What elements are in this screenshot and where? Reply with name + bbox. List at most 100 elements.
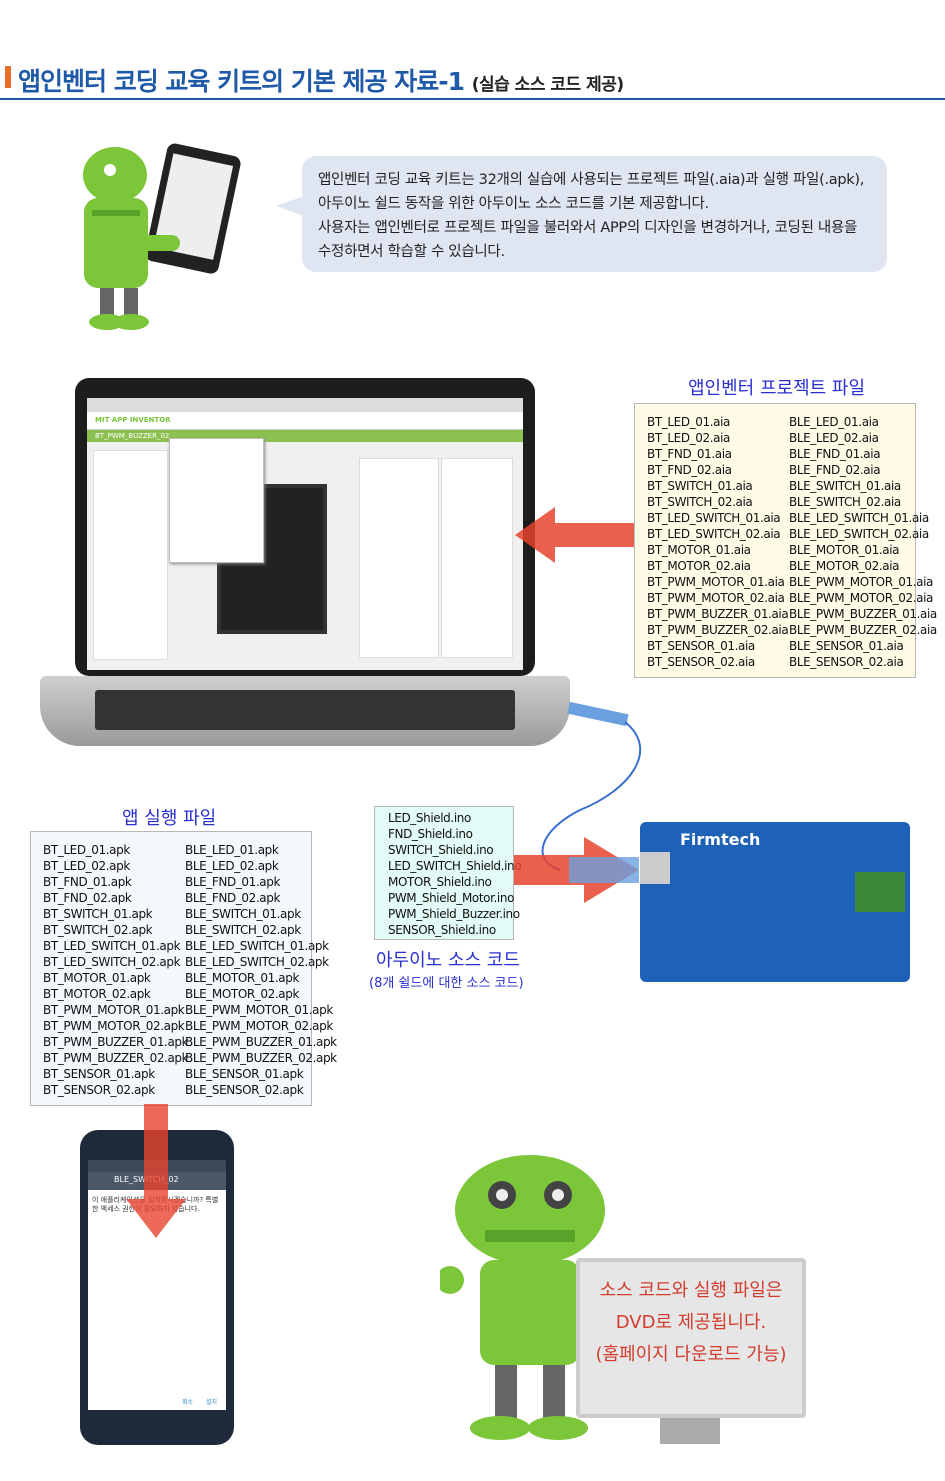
arduino-subtitle: (8개 쉴드에 대한 소스 코드) [369, 976, 524, 991]
file-item: BLE_MOTOR_02.aia [789, 559, 900, 573]
arduino-shield-board: Firmtech [640, 822, 910, 982]
android-robot-illustration [440, 1155, 620, 1440]
file-item: BT_LED_SWITCH_01.aia [647, 511, 781, 525]
file-item: BT_LED_01.aia [647, 415, 730, 429]
intro-line: 수정하면서 학습할 수 있습니다. [318, 244, 505, 260]
file-item: BT_LED_01.apk [43, 843, 130, 857]
file-item: BT_SENSOR_01.apk [43, 1067, 155, 1081]
monitor-line: 소스 코드와 실행 파일은 [599, 1280, 783, 1301]
file-item: BLE_LED_SWITCH_01.apk [185, 939, 329, 953]
file-item: BLE_SENSOR_01.apk [185, 1067, 304, 1081]
app-files-title: 앱 실행 파일 [122, 808, 217, 829]
file-item: BLE_FND_02.aia [789, 463, 881, 477]
title-accent-bar [5, 66, 11, 88]
monitor-line: DVD로 제공됩니다. [615, 1312, 767, 1333]
project-files-title: 앱인벤터 프로젝트 파일 [688, 378, 866, 399]
file-item: BT_SWITCH_02.aia [647, 495, 753, 509]
file-item: BT_MOTOR_02.apk [43, 987, 151, 1001]
file-item: BLE_FND_02.apk [185, 891, 281, 905]
file-item: LED_SWITCH_Shield.ino [388, 859, 522, 873]
file-item: BT_PWM_MOTOR_02.aia [647, 591, 785, 605]
phone-install-button[interactable]: 설치 [206, 1399, 218, 1406]
file-item: BLE_PWM_MOTOR_01.aia [789, 575, 933, 589]
file-item: BLE_PWM_BUZZER_01.apk [185, 1035, 337, 1049]
file-item: MOTOR_Shield.ino [388, 875, 492, 889]
file-item: BT_LED_02.apk [43, 859, 130, 873]
laptop-app-inventor-screen: MIT APP INVENTOR BT_PWM_BUZZER_02 [87, 398, 523, 670]
file-item: PWM_Shield_Motor.ino [388, 891, 515, 905]
monitor-line: (홈페이지 다운로드 가능) [595, 1344, 787, 1365]
file-item: BT_SENSOR_02.apk [43, 1083, 155, 1097]
file-item: BT_SENSOR_02.aia [647, 655, 755, 669]
arrow-left-to-laptop [515, 507, 637, 563]
file-item: BT_MOTOR_01.aia [647, 543, 751, 557]
file-item: BLE_MOTOR_01.aia [789, 543, 900, 557]
app-inventor-logo: MIT APP INVENTOR [87, 412, 523, 430]
file-item: BLE_MOTOR_02.apk [185, 987, 300, 1001]
page-subtitle: (실습 소스 코드 제공) [471, 75, 624, 95]
page-title: 앱인벤터 코딩 교육 키트의 기본 제공 자료-1 (실습 소스 코드 제공) [18, 67, 624, 96]
laptop-keyboard [95, 690, 515, 730]
file-item: BT_PWM_BUZZER_01.aia [647, 607, 789, 621]
usb-cable [541, 701, 642, 871]
file-item: BT_FND_01.aia [647, 447, 732, 461]
file-item: BT_LED_SWITCH_02.aia [647, 527, 781, 541]
file-item: BT_PWM_BUZZER_02.aia [647, 623, 789, 637]
file-item: BT_PWM_MOTOR_01.aia [647, 575, 785, 589]
arrow-down-to-phone [126, 1104, 186, 1238]
file-item: SENSOR_Shield.ino [388, 923, 496, 937]
monitor-stand [660, 1418, 720, 1444]
intro-line: 사용자는 앱인벤터로 프로젝트 파일을 불러와서 APP의 디자인을 변경하거나… [318, 220, 858, 236]
file-item: BLE_LED_02.aia [789, 431, 879, 445]
file-item: BT_FND_02.aia [647, 463, 732, 477]
file-item: FND_Shield.ino [388, 827, 473, 841]
file-item: BT_LED_SWITCH_02.apk [43, 955, 181, 969]
file-item: BLE_SENSOR_02.aia [789, 655, 904, 669]
file-item: BT_LED_02.aia [647, 431, 730, 445]
file-item: BLE_LED_SWITCH_02.apk [185, 955, 329, 969]
file-item: BLE_SENSOR_02.apk [185, 1083, 304, 1097]
file-item: BLE_SENSOR_01.aia [789, 639, 904, 653]
intro-bubble: 앱인벤터 코딩 교육 키트는 32개의 실습에 사용되는 프로젝트 파일(.ai… [276, 156, 887, 272]
file-item: BLE_PWM_MOTOR_02.aia [789, 591, 933, 605]
monitor-message: 소스 코드와 실행 파일은 DVD로 제공됩니다. (홈페이지 다운로드 가능) [580, 1275, 802, 1371]
file-item: BLE_PWM_BUZZER_02.aia [789, 623, 937, 637]
file-item: BT_SWITCH_01.apk [43, 907, 153, 921]
file-item: BLE_LED_01.apk [185, 843, 279, 857]
file-item: BLE_SWITCH_01.aia [789, 479, 901, 493]
file-item: BT_PWM_MOTOR_02.apk [43, 1019, 185, 1033]
file-item: BLE_FND_01.apk [185, 875, 281, 889]
arrow-right-to-board [514, 837, 639, 903]
android-robot-tablet-illustration [83, 143, 241, 330]
intro-line: 아두이노 쉴드 동작을 위한 아두이노 소스 코드를 기본 제공합니다. [318, 196, 709, 212]
title-divider [0, 98, 945, 100]
arduino-title: 아두이노 소스 코드 [376, 950, 520, 971]
file-item: BLE_LED_SWITCH_01.aia [789, 511, 929, 525]
file-item: BT_FND_01.apk [43, 875, 132, 889]
file-item: BLE_LED_01.aia [789, 415, 879, 429]
file-item: BLE_SWITCH_02.aia [789, 495, 901, 509]
file-item: BT_MOTOR_02.aia [647, 559, 751, 573]
file-item: BT_PWM_BUZZER_01.apk [43, 1035, 189, 1049]
project-name-bar: BT_PWM_BUZZER_02 [87, 430, 523, 442]
file-item: BT_FND_02.apk [43, 891, 132, 905]
phone-cancel-button[interactable]: 취소 [182, 1399, 194, 1406]
file-item: BLE_FND_01.aia [789, 447, 881, 461]
board-brand: Firmtech [680, 830, 761, 849]
file-item: BLE_LED_02.apk [185, 859, 279, 873]
file-item: BLE_SWITCH_02.apk [185, 923, 301, 937]
file-item: BLE_SWITCH_01.apk [185, 907, 301, 921]
monitor [576, 1258, 806, 1418]
file-item: BT_PWM_BUZZER_02.apk [43, 1051, 189, 1065]
file-item: BT_MOTOR_01.apk [43, 971, 151, 985]
file-item: LED_Shield.ino [388, 811, 471, 825]
file-item: BT_LED_SWITCH_01.apk [43, 939, 181, 953]
file-item: BT_SWITCH_01.aia [647, 479, 753, 493]
